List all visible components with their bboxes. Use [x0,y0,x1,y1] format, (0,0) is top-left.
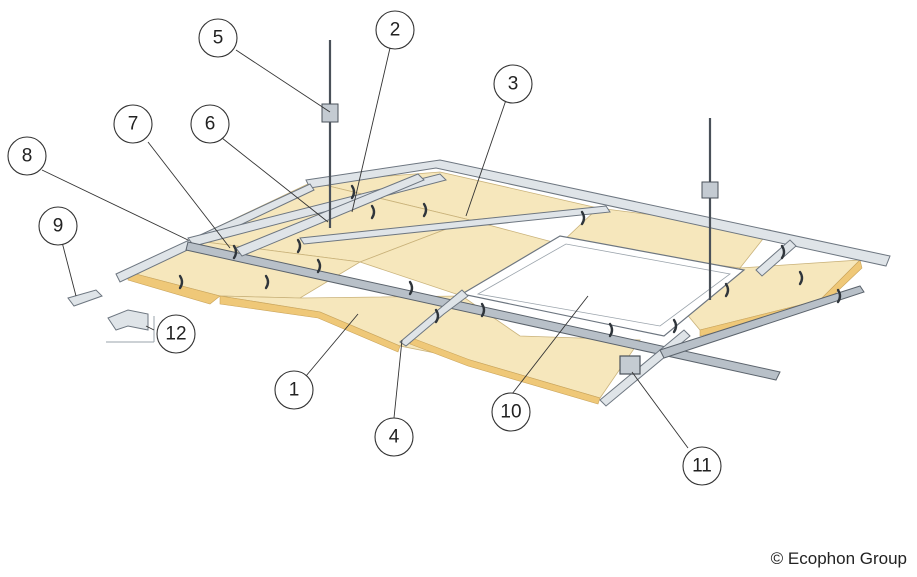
leader-4 [393,339,403,419]
callout-1-number: 1 [289,380,300,401]
clip [672,318,678,334]
clip [408,280,414,296]
cross-runner-e [755,239,797,277]
clip [296,238,302,254]
callout-4-number: 4 [389,427,400,448]
clip [480,302,486,318]
leader-8 [41,169,189,241]
component-9-angle [67,289,103,307]
clip [316,258,322,274]
clip [580,210,586,226]
clip [836,288,842,304]
joint-bracket [619,355,641,375]
suspension-fixing-left [321,103,339,123]
callout-10-number: 10 [500,402,521,423]
clip [798,270,804,286]
callout-9-number: 9 [53,216,64,237]
callout-6: 6 [190,104,230,144]
callout-10: 10 [491,392,531,432]
leader-1 [305,313,359,377]
suspension-fixing-right [701,181,719,199]
callout-2-number: 2 [390,20,401,41]
hatch-inner-panel [476,243,731,327]
clip [178,274,184,290]
leader-6 [221,137,329,223]
clip [350,184,356,200]
clip [434,308,440,324]
panel-cut-edge-front [219,295,401,353]
component-12-clip [107,309,149,331]
callout-11-number: 11 [692,456,712,477]
cross-runner-b [299,205,611,245]
callout-6-number: 6 [205,114,216,135]
callout-12: 12 [156,314,196,354]
clip [232,244,238,260]
copyright-notice: © Ecophon Group [770,549,907,568]
callout-1: 1 [274,370,314,410]
leader-9 [61,241,77,297]
callout-5: 5 [198,18,238,58]
callout-4: 4 [374,417,414,457]
leader-3 [465,99,507,217]
joint-detail [619,355,641,375]
leader-lines [41,47,689,449]
main-runner-right [659,285,865,359]
callout-8: 8 [7,136,47,176]
leader-11 [631,371,689,449]
callout-11: 11 [682,446,722,486]
clip [370,204,376,220]
loose-components [67,289,155,343]
access-hatch [460,235,746,337]
panel-clips [178,184,842,338]
clip [780,244,786,260]
leader-7 [147,141,231,249]
leader-12 [145,325,155,331]
callout-7: 7 [113,104,153,144]
clip [264,274,270,290]
leader-10 [511,295,589,395]
callout-8-number: 8 [22,146,33,167]
cross-runner-c [399,289,469,347]
callout-7-number: 7 [128,114,139,135]
callout-5-number: 5 [213,28,224,49]
clip [608,322,614,338]
panel-cut-edge-mid [409,337,601,405]
clip [724,282,730,298]
callout-3: 3 [493,64,533,104]
hangers [321,40,719,300]
callout-9: 9 [38,206,78,246]
leader-2 [351,47,391,213]
callout-12-number: 12 [165,324,186,345]
callout-3-number: 3 [508,74,519,95]
callout-2: 2 [375,10,415,50]
clip [422,202,428,218]
leader-5 [235,49,331,113]
